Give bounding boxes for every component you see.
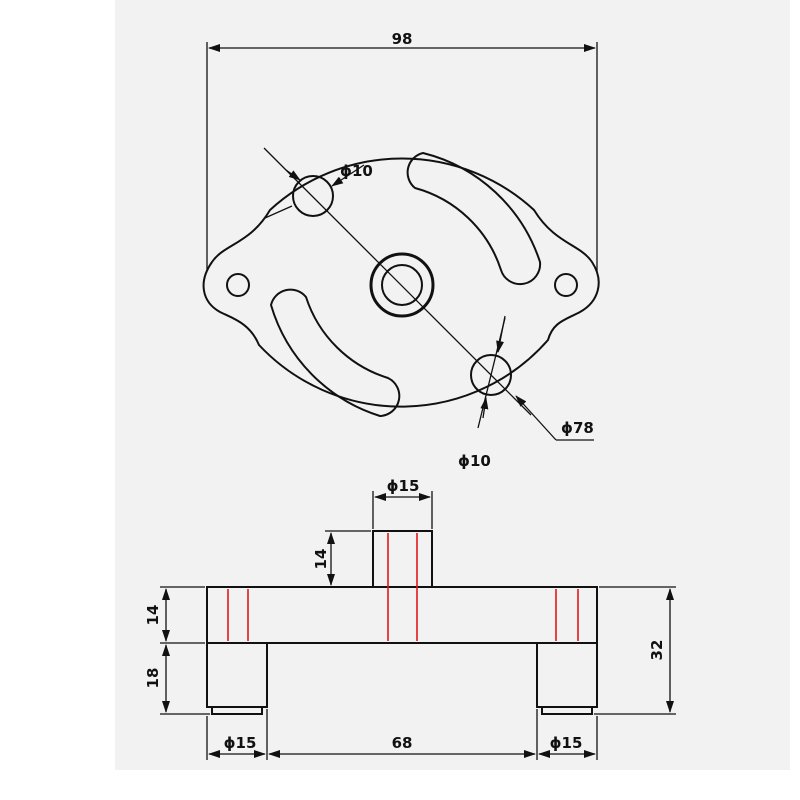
lug-hole-left	[226, 273, 250, 297]
hole-lower-diameter-label: ϕ10	[458, 452, 491, 470]
hole-upper-diameter-label: ϕ10	[340, 162, 373, 180]
hub-body	[372, 530, 433, 588]
arc-slot-upper-right	[406, 151, 542, 286]
foot-left	[211, 706, 263, 715]
total-height-label: 32	[648, 640, 666, 661]
leg-right	[536, 642, 598, 708]
front-view: ϕ15 14 14 18	[144, 477, 676, 760]
hub-diameter-label: ϕ15	[387, 477, 420, 495]
dim-bottom: ϕ15 68 ϕ15	[206, 709, 598, 760]
dim-left-stack: 14 18	[144, 586, 210, 715]
bolt-hole-lower	[470, 354, 512, 396]
plate-body	[206, 586, 598, 644]
dim-hub-height: 14	[312, 530, 371, 588]
leg-left	[206, 642, 268, 708]
overall-width-label: 98	[392, 30, 413, 48]
bolt-circle-line	[263, 147, 532, 416]
center-hub-inner	[381, 264, 423, 306]
plate-thickness-label: 14	[144, 605, 162, 626]
dim-overall-width: 98	[206, 30, 598, 290]
dim-bolt-circle: ϕ78	[515, 395, 594, 441]
right-leg-diameter-label: ϕ15	[550, 734, 583, 752]
hub-height-label: 14	[312, 549, 330, 570]
leg-height-label: 18	[144, 668, 162, 689]
leg-spacing-label: 68	[392, 734, 413, 752]
flange-outline	[202, 157, 600, 408]
bolt-circle-diameter-label: ϕ78	[561, 419, 594, 437]
dim-hole-upper: ϕ10	[264, 162, 373, 219]
left-leg-diameter-label: ϕ15	[224, 734, 257, 752]
top-view: 98 ϕ10	[202, 30, 600, 470]
arc-slot-lower-left	[269, 288, 401, 418]
bolt-hole-upper	[292, 175, 334, 217]
dim-hub-diameter: ϕ15	[372, 477, 433, 529]
center-hub-outer	[369, 252, 435, 318]
dim-hole-lower: ϕ10	[458, 315, 506, 470]
lug-hole-right	[554, 273, 578, 297]
dim-total-height: 32	[594, 586, 676, 715]
foot-right	[541, 706, 593, 715]
